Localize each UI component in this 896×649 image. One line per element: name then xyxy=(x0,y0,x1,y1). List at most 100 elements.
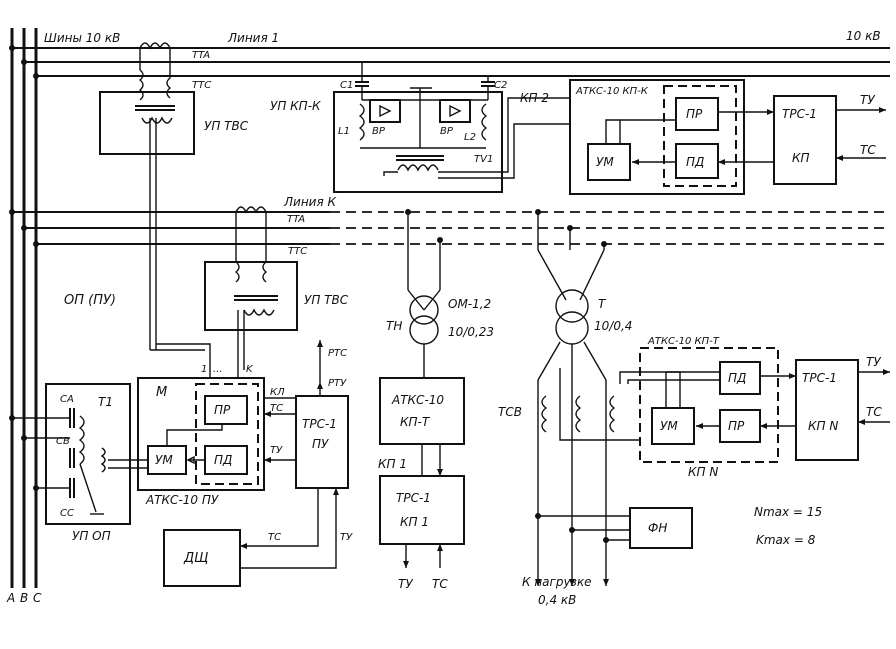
kpk-internals xyxy=(355,62,572,179)
label-op-caps-1: CB xyxy=(56,436,70,447)
label-phases-0: A xyxy=(6,591,15,605)
label-kpn-um: УМ xyxy=(660,419,678,433)
label-op-signals-tu: ТУ xyxy=(340,532,353,543)
label-op-signals-kl: КЛ xyxy=(270,387,285,398)
kmax-label: Kmax = 8 xyxy=(756,533,816,547)
op-pd-label: ПД xyxy=(214,453,232,467)
dsch-box xyxy=(163,529,241,587)
up-tvs-mid-label: УП ТВС xyxy=(304,293,349,307)
ttc-label-2: TTC xyxy=(288,246,307,257)
label-tn-tu: ТУ xyxy=(398,577,413,591)
ttc-label-1: TTC xyxy=(192,80,211,91)
label-kpk-kp2: КП 2 xyxy=(520,91,549,105)
label-kpk-vr: ВР xyxy=(440,126,454,137)
label-kpk-ts: ТС xyxy=(860,143,876,157)
bus-label: Шины 10 кВ xyxy=(44,31,120,45)
kpk-um-box xyxy=(587,143,631,181)
label-t-ratio: 10/0,4 xyxy=(594,319,632,333)
label-tn-atks-0: АТКС-10 xyxy=(391,393,444,407)
label-tn-ratio: 10/0,23 xyxy=(448,325,494,339)
label-kpn-atks: АТКС-10 КП-Т xyxy=(647,336,720,347)
trs-pu-box xyxy=(295,395,349,489)
label-kpk-l2: L2 xyxy=(464,132,476,143)
up-tvs-top-windings xyxy=(135,69,175,350)
label-kpk-atks: АТКС-10 КП-К xyxy=(575,86,649,97)
label-t-load-0: К нагрузке xyxy=(522,575,592,589)
tn-transformer xyxy=(405,209,443,378)
label-t-load-1: 0,4 кВ xyxy=(538,593,576,607)
bus-right-label: 10 кВ xyxy=(846,29,881,43)
label-kpk-l1: L1 xyxy=(338,126,350,137)
kpk-pr-box xyxy=(675,97,719,131)
label-op-caps-0: CA xyxy=(60,394,74,405)
label-kpk-pr: ПР xyxy=(686,107,703,121)
label-phases-2: C xyxy=(33,591,42,605)
label-kpn-tu: ТУ xyxy=(866,355,881,369)
atks-pu-dashed xyxy=(195,383,259,485)
label-kpk-c2: C2 xyxy=(494,80,507,91)
label-kpk-pd: ПД xyxy=(686,155,704,169)
line1-ct-a xyxy=(139,42,171,70)
label-tn-kp1: КП 1 xyxy=(378,457,407,471)
line1-conductors xyxy=(9,45,890,79)
line1-label: Линия 1 xyxy=(227,31,279,45)
label-tn-om: ОМ-1,2 xyxy=(448,297,491,311)
label-kpk-trs-0: ТРС-1 xyxy=(782,107,817,121)
up-tvs-top-label: УП ТВС xyxy=(204,119,249,133)
fn-box xyxy=(629,507,693,549)
label-tn-label: ТН xyxy=(386,319,402,333)
label-tn-trs-0: ТРС-1 xyxy=(396,491,431,505)
label-kpn-ts: ТС xyxy=(866,405,882,419)
op-pd-box xyxy=(204,445,248,475)
atks-kpk-dashed xyxy=(663,85,737,187)
op-um-label: УМ xyxy=(155,453,173,467)
label-kpn-name: КП N xyxy=(688,465,718,479)
up-kpk-label: УП КП-К xyxy=(270,99,321,113)
vertical-buses xyxy=(10,28,38,588)
label-op-range-0: 1 xyxy=(201,364,207,375)
label-tn-atks-1: КП-Т xyxy=(400,415,431,429)
up-op-box xyxy=(45,383,131,525)
linek-ct xyxy=(235,206,267,262)
label-op-range-1: ... xyxy=(213,364,223,375)
kpn-pr-box xyxy=(719,409,761,443)
label-phases-1: B xyxy=(20,591,28,605)
label-t-label: Т xyxy=(598,297,607,311)
label-kpk-vr: ВР xyxy=(372,126,386,137)
op-pr-label: ПР xyxy=(214,403,231,417)
phase-labels: A B C xyxy=(6,591,42,605)
tta-label-1: TTA xyxy=(192,50,210,61)
label-kpn-pr: ПР xyxy=(728,419,745,433)
up-kpk-box xyxy=(333,91,503,193)
label-kpn-trs-1: КП N xyxy=(808,419,838,433)
op-pr-box xyxy=(204,395,248,425)
label-kpn-pd: ПД xyxy=(728,371,746,385)
kpn-pd-box xyxy=(719,361,761,395)
label-kpn-trs-0: ТРС-1 xyxy=(802,371,837,385)
wire-tvs-m-2 xyxy=(156,343,211,380)
tta-label-2: TTA xyxy=(287,214,305,225)
label-kpk-trs-1: КП xyxy=(792,151,810,165)
kpn-um-box xyxy=(651,407,695,445)
up-tvs-top xyxy=(99,91,195,155)
linek-label: Линия К xyxy=(283,195,337,209)
label-op-caps-2: CC xyxy=(60,508,74,519)
label-tn-trs-1: КП 1 xyxy=(400,515,429,529)
trs-kpk-box xyxy=(773,95,837,185)
t-transformer xyxy=(535,209,720,586)
kpn-trs-box xyxy=(795,359,859,461)
label-kpk-c1: C1 xyxy=(340,80,353,91)
label-op-range-2: K xyxy=(246,364,254,375)
label-tn-ts: ТС xyxy=(432,577,448,591)
label-op-trs-1: ПУ xyxy=(312,437,329,451)
label-t-fn: ФН xyxy=(648,521,667,535)
tn-atks-box xyxy=(379,377,465,445)
label-op-signals-ts: ТС xyxy=(268,532,281,543)
up-op-label: УП ОП xyxy=(72,529,111,543)
label-op-signals-tu: ТУ xyxy=(270,445,283,456)
label-op-signals-rts: РТС xyxy=(328,348,347,359)
label-op-trs-0: ТРС-1 xyxy=(302,417,337,431)
up-op-internals xyxy=(9,408,148,515)
tn-trs-box xyxy=(379,475,465,545)
